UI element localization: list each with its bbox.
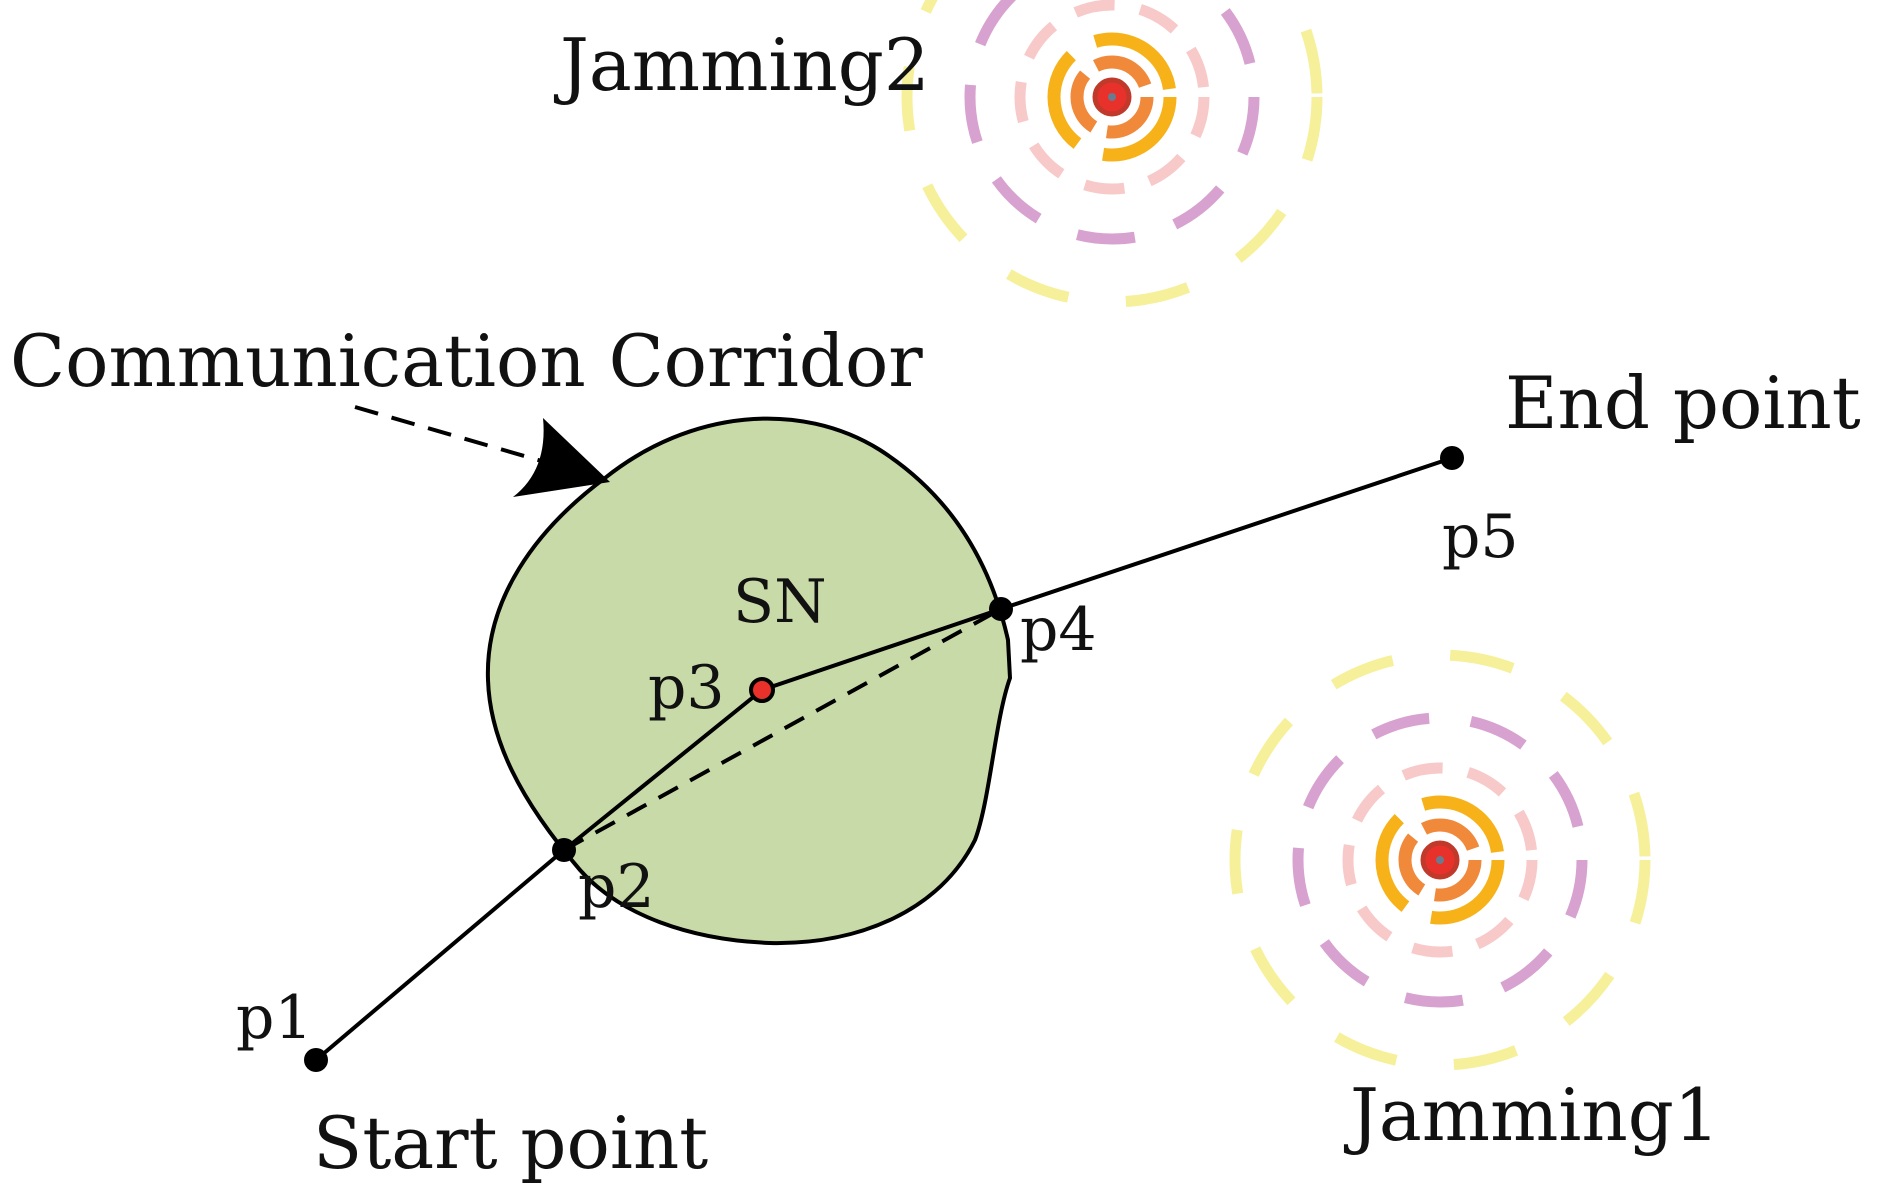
label-end-point: End point [1505,361,1861,445]
path-segment-p1-p2 [314,848,566,1062]
direct-path-p2-p4-dashed [563,607,1002,852]
label-p4: p4 [1020,595,1097,665]
node-p2 [552,838,576,862]
node-p1 [304,1048,328,1072]
jamming2-ring-4 [964,0,1260,245]
jamming2-center-dot [1108,93,1116,101]
communication-corridor-region [485,416,1013,946]
jamming2-ring-1 [1070,55,1154,139]
jamming1-ring-1 [1398,818,1482,902]
jamming2-ring-3 [1014,0,1210,195]
node-p3-sensor [749,677,775,703]
path-segment-p2-p3 [562,688,764,852]
node-p5 [1440,446,1464,470]
label-p2: p2 [578,852,655,922]
node-p4 [989,597,1013,621]
corridor-pointer-arrowhead [513,418,610,497]
jamming1-source [1229,649,1651,1071]
label-p3: p3 [648,653,725,723]
label-communication-corridor: Communication Corridor [10,319,923,403]
label-start-point: Start point [313,1101,708,1185]
label-jamming1: Jamming1 [1343,1073,1720,1157]
path-segment-p3-p4 [761,607,1002,692]
jamming1-ring-outer [1229,649,1651,1071]
jamming2-source [901,0,1323,308]
label-sn: SN [733,567,827,637]
jamming1-center-dot [1436,856,1444,864]
label-jamming2: Jamming2 [553,23,930,107]
label-p1: p1 [236,983,313,1053]
label-p5: p5 [1442,502,1519,572]
jamming1-ring-2 [1375,795,1505,925]
jamming2-ring-2 [1047,32,1177,162]
jamming1-ring-3 [1342,762,1538,958]
path-segment-p4-p5 [1000,456,1453,611]
corridor-pointer-dashed-line [354,405,546,464]
jamming1-ring-4 [1292,712,1588,1008]
jamming2-ring-outer [901,0,1323,308]
